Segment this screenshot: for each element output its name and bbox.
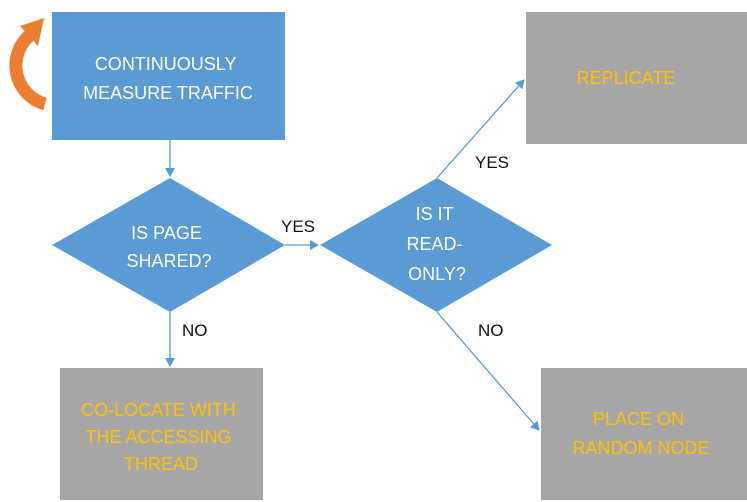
readonly-yes-label: YES bbox=[475, 153, 509, 172]
co-locate-box bbox=[60, 368, 263, 500]
is-read-only-node: IS IT READ- ONLY? bbox=[320, 178, 552, 312]
edge-readonly-yes bbox=[436, 79, 525, 179]
co-locate-label: CO-LOCATE WITH THE ACCESSING THREAD bbox=[81, 400, 241, 474]
is-page-shared-node: IS PAGE SHARED? bbox=[52, 178, 285, 312]
edge-readonly-no bbox=[436, 311, 540, 431]
is-read-only-diamond bbox=[320, 178, 552, 312]
loop-arrow-icon bbox=[9, 18, 48, 111]
replicate-node: REPLICATE bbox=[526, 12, 747, 144]
is-page-shared-label: IS PAGE SHARED? bbox=[126, 223, 211, 271]
measure-traffic-label: CONTINUOUSLY MEASURE TRAFFIC bbox=[83, 54, 253, 103]
measure-traffic-box bbox=[52, 12, 285, 140]
replicate-box bbox=[526, 12, 747, 144]
is-page-shared-diamond bbox=[52, 178, 285, 312]
readonly-no-label: NO bbox=[478, 321, 504, 340]
shared-no-label: NO bbox=[182, 321, 208, 340]
is-read-only-label: IS IT READ- ONLY? bbox=[406, 204, 467, 284]
random-node-label: PLACE ON RANDOM NODE bbox=[572, 409, 709, 458]
random-node-box bbox=[541, 368, 747, 500]
replicate-label: REPLICATE bbox=[577, 68, 676, 88]
measure-traffic-node: CONTINUOUSLY MEASURE TRAFFIC bbox=[52, 12, 285, 140]
co-locate-node: CO-LOCATE WITH THE ACCESSING THREAD bbox=[60, 368, 263, 500]
shared-yes-label: YES bbox=[281, 217, 315, 236]
random-node-node: PLACE ON RANDOM NODE bbox=[541, 368, 747, 500]
